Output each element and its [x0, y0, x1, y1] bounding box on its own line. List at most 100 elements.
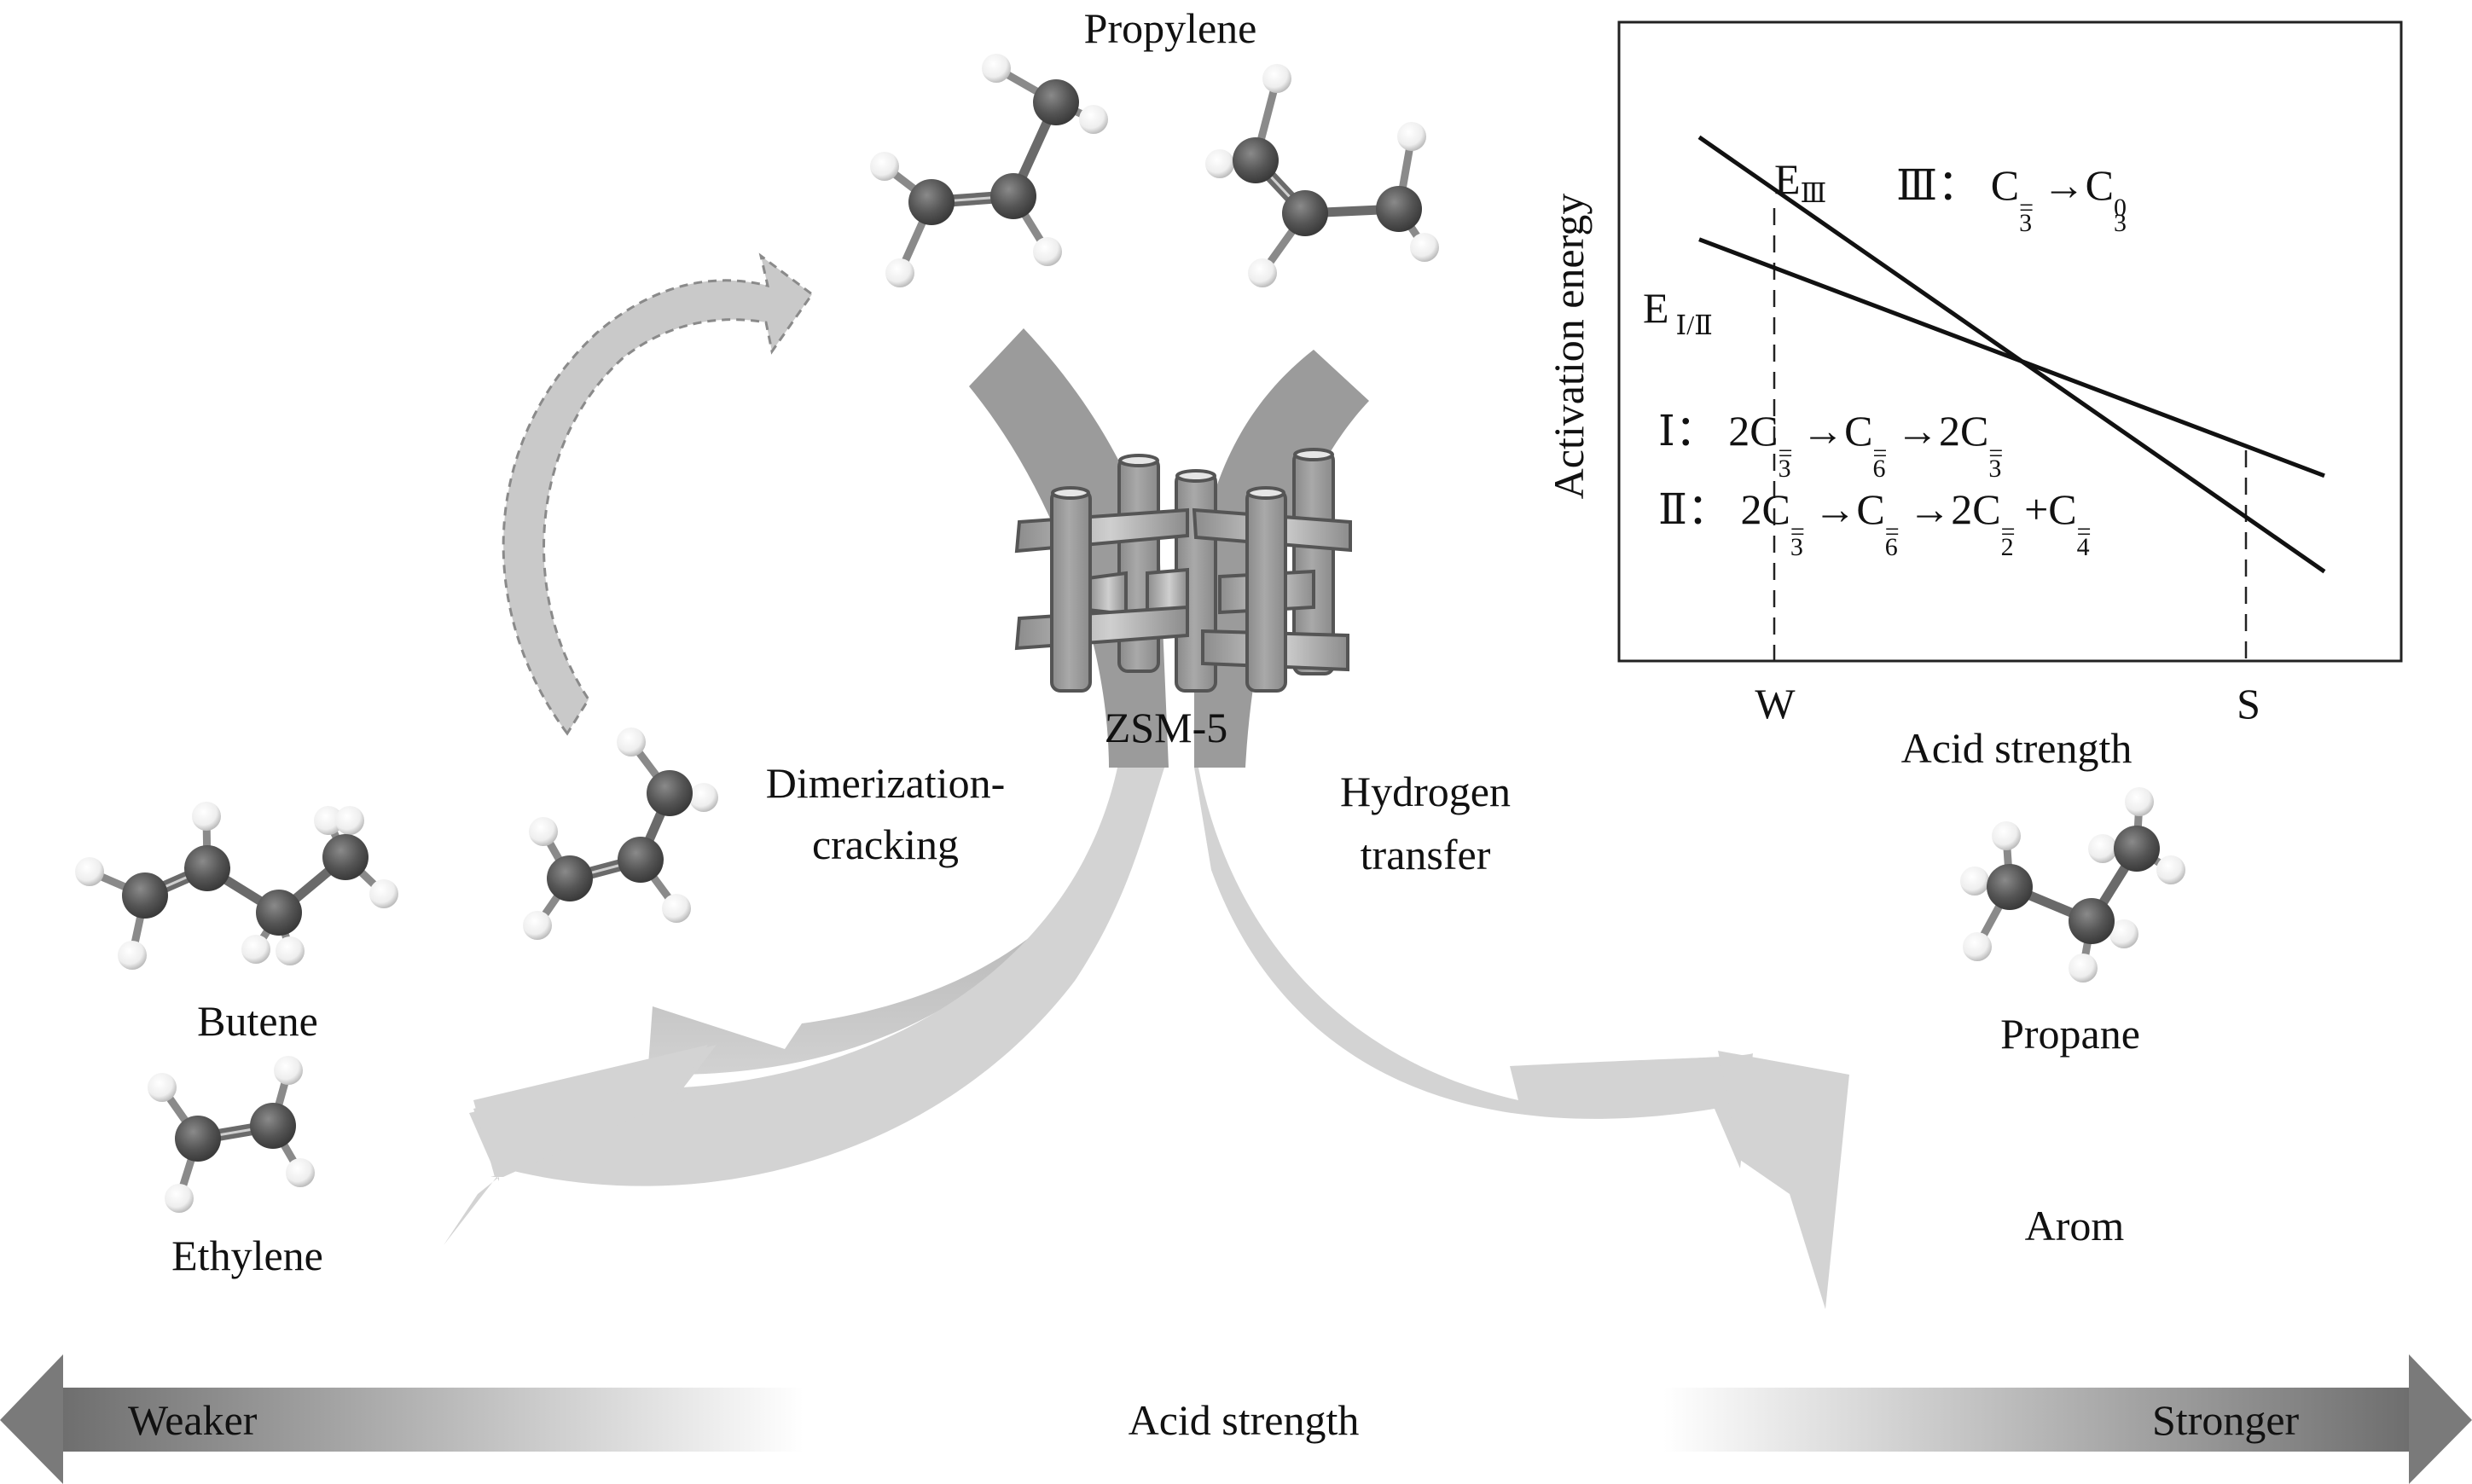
- label-butene: Butene: [197, 997, 318, 1045]
- hydrogen-atom: [1033, 237, 1062, 266]
- hydrogen-atom: [2156, 855, 2185, 884]
- label-arom: Arom: [2024, 1202, 2125, 1249]
- series-line-e12: [1698, 237, 2325, 478]
- hydrogen-atom: [148, 1073, 177, 1102]
- acid-strength-bar: [0, 1354, 2472, 1484]
- label-ethylene: Ethylene: [171, 1232, 323, 1279]
- hydrogen-atom: [276, 936, 305, 965]
- zsm5-framework: [1014, 448, 1352, 693]
- carbon-atom: [175, 1116, 221, 1162]
- hydrogen-atom: [1248, 258, 1277, 287]
- hydrogen-atom: [885, 258, 914, 287]
- carbon-atom: [547, 855, 593, 901]
- carbon-atom: [647, 770, 693, 816]
- carbon-atom: [1033, 79, 1079, 125]
- hydrogen-atom: [2088, 834, 2117, 863]
- dimerization-arrow-large: [444, 768, 1164, 1245]
- propylene-molecule-right: [1205, 64, 1439, 287]
- hydrogen-atom: [1992, 821, 2021, 850]
- carbon-atom: [250, 1103, 296, 1149]
- hydrogen-atom: [1963, 932, 1992, 961]
- series-label-e3-sub: Ⅲ: [1800, 177, 1827, 208]
- label-zsm5: ZSM-5: [1104, 704, 1228, 751]
- acid-bar-center-label: Acid strength: [1128, 1396, 1360, 1444]
- label-propane: Propane: [2000, 1010, 2140, 1058]
- carbon-atom: [618, 837, 664, 883]
- hydrogen-atom: [1410, 233, 1439, 262]
- hydrogen-atom: [662, 894, 691, 923]
- hydrogen-atom: [118, 941, 147, 970]
- label-cracking: cracking: [811, 820, 960, 868]
- hydrogen-atom: [369, 879, 398, 908]
- hydrogen-atom: [335, 806, 364, 835]
- hydrogen-atom: [2069, 954, 2098, 983]
- reaction-ii-id: Ⅱ: [1658, 485, 1687, 533]
- hydrogen-atom: [286, 1158, 315, 1187]
- left-big-arrowhead: [473, 1045, 708, 1177]
- carbon-atom: [1282, 190, 1328, 236]
- carbon-atom: [2069, 898, 2115, 944]
- chart-tick-s: S: [2237, 680, 2260, 728]
- acid-bar-left-shaft: [61, 1388, 804, 1452]
- propylene-molecule-left: [870, 54, 1108, 287]
- hydrogen-atom: [2109, 919, 2138, 948]
- carbon-atom: [908, 179, 955, 225]
- carbon-atom: [1376, 186, 1422, 232]
- propane-molecule: [1960, 787, 2185, 983]
- hydrogen-transfer-arrow: [1194, 768, 1753, 1168]
- acid-bar-right-head: [2409, 1354, 2472, 1484]
- hydrogen-atom: [617, 728, 646, 756]
- hydrogen-atom: [314, 806, 343, 835]
- hydrogen-atom: [1397, 122, 1426, 151]
- hydrogen-atom: [2125, 787, 2154, 816]
- ethylene-molecule: [148, 1056, 315, 1213]
- hydrogen-atom: [1262, 64, 1291, 93]
- carbon-atom: [990, 173, 1036, 219]
- recycle-arrow: [502, 252, 815, 736]
- chart-ylabel: Activation energy: [1545, 193, 1593, 500]
- hydrogen-atom: [1205, 149, 1234, 178]
- hydrogen-transfer-arrowhead: [1718, 1051, 1849, 1309]
- series-label-e12-sub: Ⅰ/Ⅱ: [1675, 310, 1713, 340]
- hydrogen-atom: [274, 1056, 303, 1085]
- hydrogen-atom: [1079, 105, 1108, 134]
- chart-xlabel: Acid strength: [1900, 724, 2133, 772]
- acid-bar-right-shaft: [1663, 1388, 2411, 1452]
- acid-bar-stronger-label: Stronger: [2152, 1396, 2300, 1444]
- inset-chart: [1617, 20, 2403, 663]
- carbon-atom: [122, 872, 168, 919]
- label-dimerization: Dimerization-: [765, 759, 1006, 807]
- label-hydrogen: Hydrogen: [1340, 768, 1511, 815]
- acid-bar-left-head: [0, 1354, 63, 1484]
- hydrogen-atom: [1960, 867, 1989, 896]
- carbon-atom: [322, 834, 368, 880]
- hydrogen-atom: [165, 1184, 194, 1213]
- carbon-atom: [256, 890, 302, 936]
- label-propylene: Propylene: [1083, 4, 1257, 52]
- acid-bar-weaker-label: Weaker: [128, 1396, 258, 1444]
- inset-chart-frame: [1617, 20, 2403, 663]
- reaction-iii-id: Ⅲ: [1896, 161, 1938, 209]
- hydrogen-atom: [982, 54, 1011, 83]
- series-label-e12-main: E: [1643, 284, 1669, 332]
- hydrogen-atom: [75, 857, 104, 886]
- carbon-atom: [2114, 826, 2160, 872]
- chart-tick-w: W: [1755, 680, 1796, 728]
- carbon-atom: [1233, 137, 1279, 183]
- hydrogen-atom: [523, 911, 552, 940]
- hydrogen-atom: [192, 802, 221, 831]
- label-transfer: transfer: [1360, 831, 1491, 878]
- reaction-i-id: Ⅰ: [1658, 407, 1675, 455]
- series-line-e3: [1697, 135, 2326, 574]
- reaction-i: Ⅰ： 2C=3→C=6→2C=3: [1658, 407, 2004, 483]
- butene-molecule: [75, 802, 398, 970]
- series-label-e3: EⅢ: [1774, 158, 1826, 206]
- reaction-ii: Ⅱ： 2C=3→C=6→2C=2+C=4: [1658, 485, 2092, 561]
- carbon-atom: [184, 845, 230, 891]
- carbon-atom: [1987, 864, 2033, 910]
- hydrogen-atom: [241, 935, 270, 964]
- molecules-layer: [75, 54, 2185, 1213]
- hydrogen-atom: [870, 152, 899, 181]
